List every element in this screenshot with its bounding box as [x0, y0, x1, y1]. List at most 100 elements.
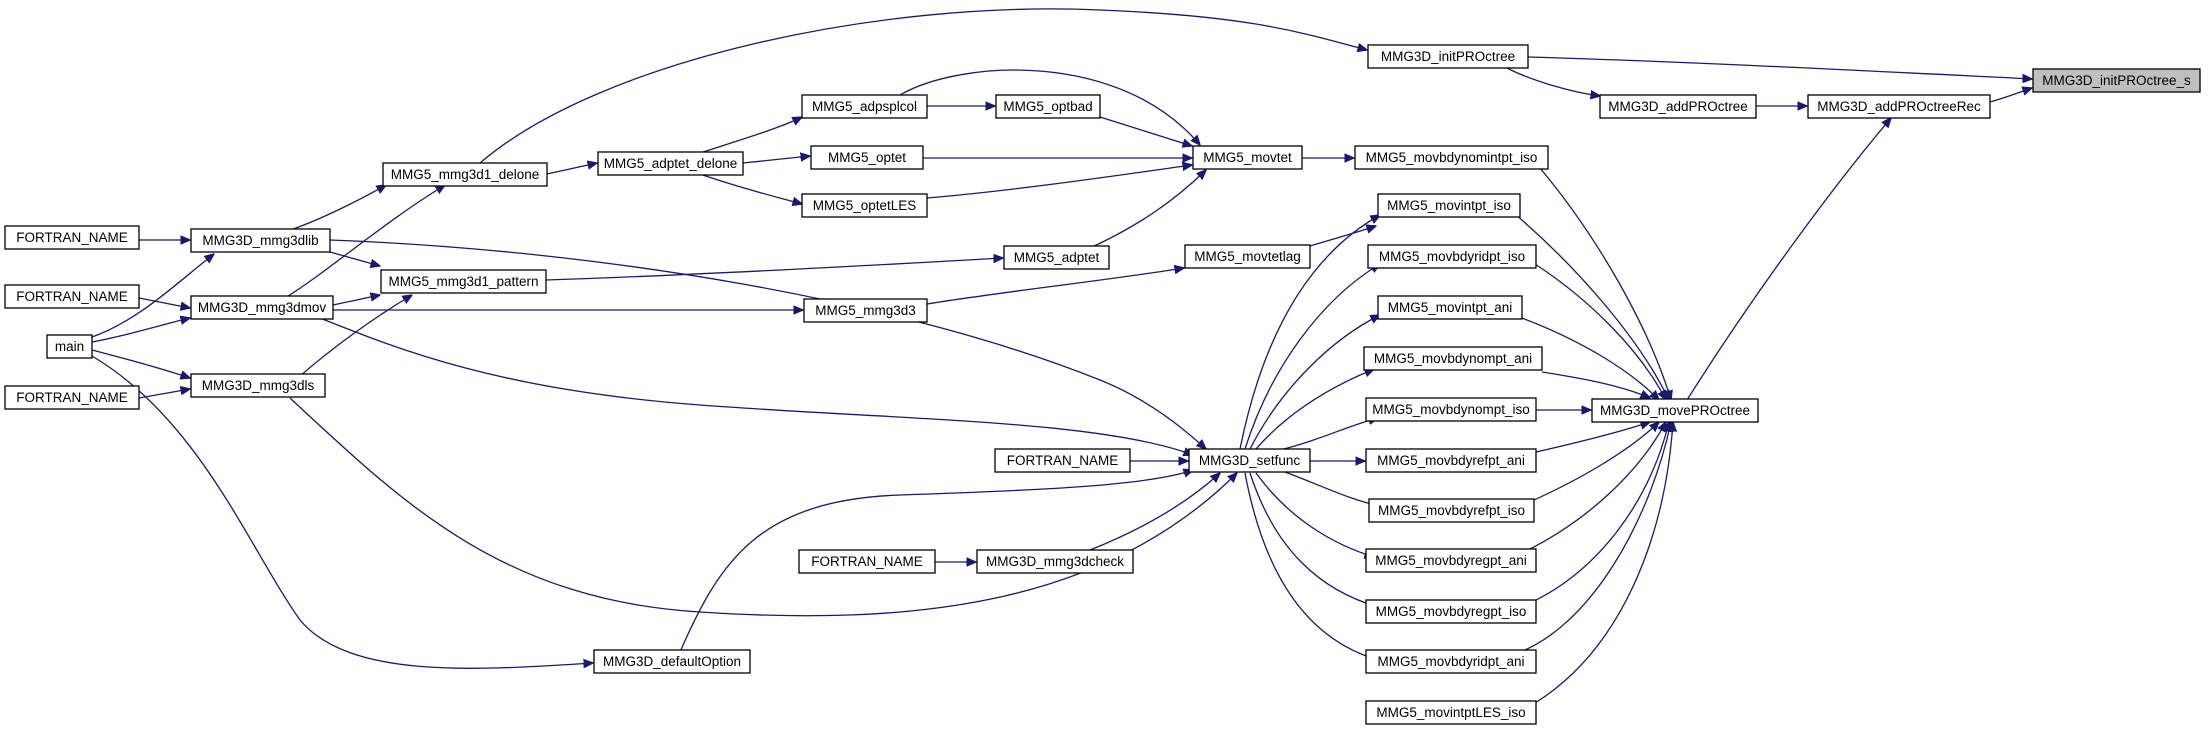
edge-adptet_delone-to-adpsplcol	[699, 117, 802, 154]
node-MMG5_movtetlag[interactable]: MMG5_movtetlag	[1184, 244, 1311, 269]
node-MMG3D_mmg3dmov[interactable]: MMG3D_mmg3dmov	[190, 295, 334, 320]
edge-main-to-mmg3dlib	[91, 254, 214, 338]
svg-text:MMG5_optetLES: MMG5_optetLES	[813, 198, 917, 213]
node-MMG3D_addPROctree[interactable]: MMG3D_addPROctree	[1599, 94, 1757, 119]
node-MMG3D_mmg3dls[interactable]: MMG3D_mmg3dls	[190, 373, 326, 398]
svg-text:MMG3D_addPROctree: MMG3D_addPROctree	[1608, 99, 1748, 114]
edge-defaultOption-to-setfunc	[679, 470, 1193, 653]
node-MMG3D_initPROctree[interactable]: MMG3D_initPROctree	[1367, 44, 1529, 69]
edges	[91, 8, 2032, 704]
node-MMG5_mmg3d1_pattern[interactable]: MMG5_mmg3d1_pattern	[380, 269, 547, 294]
svg-text:FORTRAN_NAME: FORTRAN_NAME	[16, 390, 128, 405]
svg-text:MMG3D_setfunc: MMG3D_setfunc	[1199, 453, 1301, 468]
edge-setfunc-to-movbdynompt_ani	[1255, 369, 1374, 450]
node-MMG5_movbdyregpt_ani[interactable]: MMG5_movbdyregpt_ani	[1365, 548, 1537, 573]
edge-movtetlag-to-movintpt_iso	[1309, 226, 1376, 247]
node-MMG5_movbdyridpt_iso[interactable]: MMG5_movbdyridpt_iso	[1367, 244, 1537, 269]
node-MMG5_movintptLES_iso[interactable]: MMG5_movintptLES_iso	[1365, 700, 1537, 725]
svg-text:MMG5_adptet_delone: MMG5_adptet_delone	[604, 156, 738, 171]
node-MMG5_optbad[interactable]: MMG5_optbad	[995, 94, 1101, 119]
edge-main-to-defaultOption	[91, 355, 593, 669]
node-MMG5_optetLES[interactable]: MMG5_optetLES	[801, 193, 928, 218]
node-FORTRAN_NAME-3[interactable]: FORTRAN_NAME	[4, 385, 140, 410]
node-FORTRAN_NAME-4[interactable]: FORTRAN_NAME	[994, 448, 1131, 473]
node-MMG5_mmg3d1_delone[interactable]: MMG5_mmg3d1_delone	[382, 162, 548, 187]
svg-text:main: main	[55, 339, 84, 354]
edge-setfunc-to-movbdyregpt_iso	[1249, 472, 1378, 607]
node-MMG5_mmg3d3[interactable]: MMG5_mmg3d3	[803, 298, 928, 323]
edge-adptet_delone-to-optetLES	[699, 173, 802, 204]
edge-movbdyregpt_iso-to-movePROctree	[1529, 422, 1669, 604]
svg-text:FORTRAN_NAME: FORTRAN_NAME	[811, 554, 923, 569]
edge-optbad-to-movtet	[1099, 116, 1192, 146]
node-MMG3D_initPROctree_s[interactable]: MMG3D_initPROctree_s	[2032, 68, 2201, 93]
edge-mmg3d1_delone-to-initPROctree	[479, 8, 1367, 164]
node-MMG3D_defaultOption[interactable]: MMG3D_defaultOption	[593, 649, 751, 674]
svg-text:MMG5_movbdynompt_ani: MMG5_movbdynompt_ani	[1374, 351, 1532, 366]
svg-text:MMG5_movintptLES_iso: MMG5_movintptLES_iso	[1376, 705, 1525, 720]
edge-setfunc-to-movbdyrefpt_iso	[1284, 471, 1380, 506]
node-MMG5_adptet[interactable]: MMG5_adptet	[1003, 245, 1110, 270]
svg-text:MMG5_mmg3d1_delone: MMG5_mmg3d1_delone	[391, 167, 540, 182]
node-MMG5_adpsplcol[interactable]: MMG5_adpsplcol	[801, 94, 928, 119]
svg-text:MMG5_movbdyridpt_iso: MMG5_movbdyridpt_iso	[1379, 249, 1525, 264]
svg-text:MMG3D_addPROctreeRec: MMG3D_addPROctreeRec	[1817, 99, 1981, 114]
edge-main-to-mmg3dls	[91, 349, 190, 378]
svg-text:MMG5_optbad: MMG5_optbad	[1003, 99, 1092, 114]
edge-mmg3dmov-to-mmg3d1_delone	[284, 185, 445, 299]
edge-adpsplcol-to-movtet	[899, 69, 1200, 145]
edge-movbdyrefpt_ani-to-movePROctree	[1535, 422, 1650, 453]
edge-movbdyregpt_ani-to-movePROctree	[1521, 422, 1666, 554]
edge-movintptLES_iso-to-movePROctree	[1534, 422, 1673, 704]
edge-mmg3dmov-to-setfunc	[319, 317, 1193, 455]
svg-text:FORTRAN_NAME: FORTRAN_NAME	[1007, 453, 1119, 468]
node-FORTRAN_NAME-5[interactable]: FORTRAN_NAME	[798, 549, 936, 574]
edge-mmg3dlib-to-setfunc	[329, 239, 1206, 449]
edge-setfunc-to-movbdyregpt_ani	[1255, 472, 1374, 557]
edge-setfunc-to-movintpt_ani	[1249, 315, 1380, 450]
node-MMG3D_addPROctreeRec[interactable]: MMG3D_addPROctreeRec	[1807, 94, 1991, 119]
node-MMG3D_mmg3dlib[interactable]: MMG3D_mmg3dlib	[190, 228, 331, 253]
node-MMG5_optet[interactable]: MMG5_optet	[810, 145, 924, 170]
node-MMG5_adptet_delone[interactable]: MMG5_adptet_delone	[597, 151, 744, 176]
node-MMG3D_mmg3dcheck[interactable]: MMG3D_mmg3dcheck	[976, 549, 1134, 574]
node-FORTRAN_NAME-1[interactable]: FORTRAN_NAME	[4, 225, 140, 250]
svg-text:MMG3D_initPROctree_s: MMG3D_initPROctree_s	[2042, 73, 2191, 88]
edge-movintpt_iso-to-movePROctree	[1514, 213, 1669, 400]
edge-setfunc-to-movbdyridpt_ani	[1244, 472, 1378, 660]
svg-text:FORTRAN_NAME: FORTRAN_NAME	[16, 230, 128, 245]
edge-fortran2-to-mmg3dmov	[138, 297, 190, 308]
node-MMG3D_movePROctree[interactable]: MMG3D_movePROctree	[1591, 398, 1759, 423]
edge-mmg3d1_delone-to-adptet_delone	[546, 163, 597, 175]
node-FORTRAN_NAME-2[interactable]: FORTRAN_NAME	[4, 284, 140, 309]
node-MMG5_movbdynomintpt_iso[interactable]: MMG5_movbdynomintpt_iso	[1354, 145, 1549, 170]
svg-text:MMG3D_initPROctree: MMG3D_initPROctree	[1381, 49, 1515, 64]
nodes: MMG3D_initPROctree_s MMG3D_initPROctree …	[4, 44, 2201, 725]
node-MMG5_movbdynompt_ani[interactable]: MMG5_movbdynompt_ani	[1363, 346, 1543, 371]
edge-movePROctree-to-addPROctreeRec	[1686, 118, 1891, 401]
edge-initPROctree-to-root	[1527, 56, 2032, 79]
node-MMG5_movbdyridpt_ani[interactable]: MMG5_movbdyridpt_ani	[1365, 649, 1537, 674]
svg-text:MMG5_mmg3d3: MMG5_mmg3d3	[815, 303, 916, 318]
edge-mmg3dcheck-to-setfunc	[1089, 473, 1220, 551]
node-MMG5_movbdyrefpt_iso[interactable]: MMG5_movbdyrefpt_iso	[1368, 498, 1535, 523]
node-MMG5_movbdyregpt_iso[interactable]: MMG5_movbdyregpt_iso	[1365, 599, 1537, 624]
edge-mmg3dls-to-setfunc	[289, 397, 1237, 617]
svg-text:MMG5_movtet: MMG5_movtet	[1203, 150, 1292, 165]
svg-text:FORTRAN_NAME: FORTRAN_NAME	[16, 289, 128, 304]
node-MMG5_movtet[interactable]: MMG5_movtet	[1192, 145, 1303, 170]
svg-text:MMG3D_mmg3dcheck: MMG3D_mmg3dcheck	[986, 554, 1124, 569]
edge-setfunc-to-movbdyridpt_iso	[1244, 264, 1380, 450]
node-MMG5_movbdynompt_iso[interactable]: MMG5_movbdynompt_iso	[1365, 397, 1537, 422]
node-MMG3D_setfunc[interactable]: MMG3D_setfunc	[1188, 448, 1311, 473]
node-main[interactable]: main	[46, 334, 93, 359]
svg-text:MMG5_movintpt_ani: MMG5_movintpt_ani	[1388, 300, 1513, 315]
edge-addPROctreeRec-to-root	[1989, 88, 2032, 103]
node-MMG5_movbdyrefpt_ani[interactable]: MMG5_movbdyrefpt_ani	[1365, 448, 1537, 473]
svg-text:MMG3D_mmg3dmov: MMG3D_mmg3dmov	[198, 300, 327, 315]
edge-mmg3dlib-to-mmg3d1_pattern	[329, 251, 380, 266]
edge-movbdynomintpt_iso-to-movePROctree	[1539, 167, 1671, 400]
node-MMG5_movintpt_ani[interactable]: MMG5_movintpt_ani	[1377, 295, 1523, 320]
node-MMG5_movintpt_iso[interactable]: MMG5_movintpt_iso	[1377, 193, 1521, 218]
